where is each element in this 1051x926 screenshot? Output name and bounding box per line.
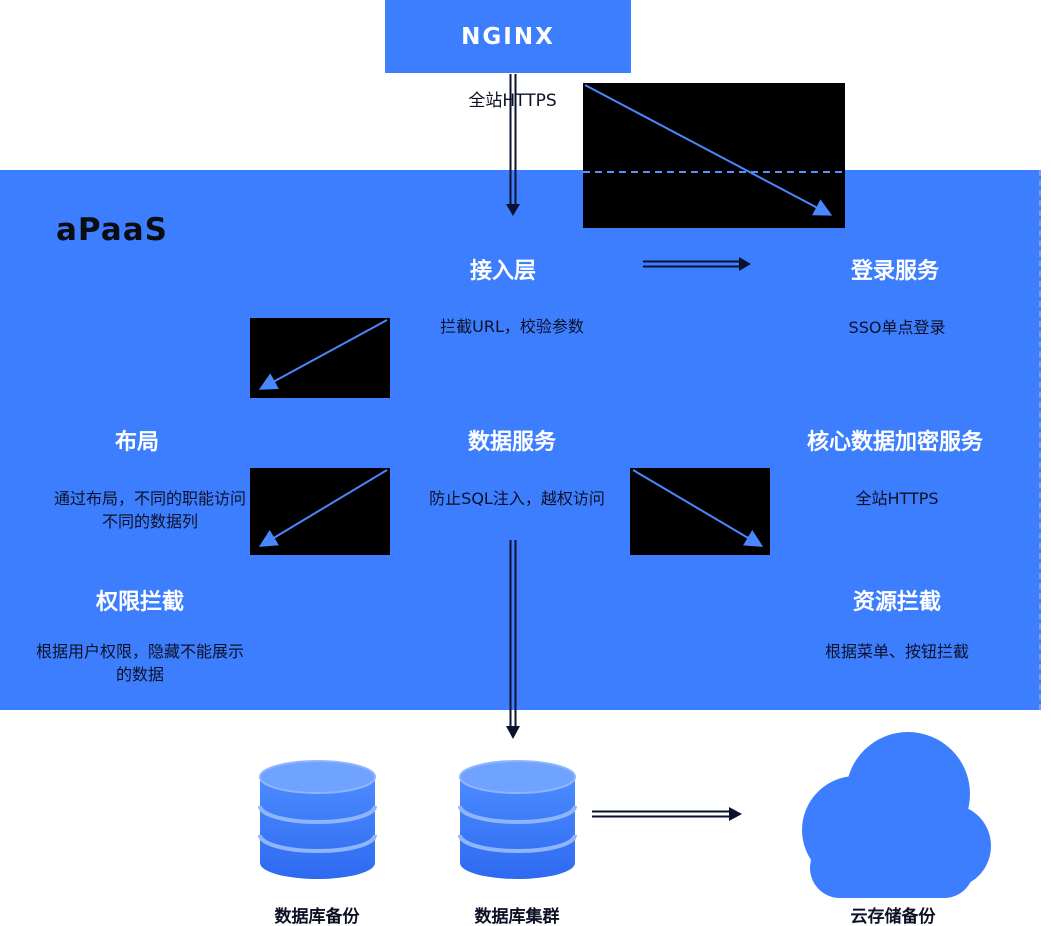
apaas-panel (0, 170, 1041, 710)
node-login-service-title: 登录服务 (850, 259, 939, 284)
nginx-node: NGINX (385, 0, 631, 73)
node-layout-desc: 通过布局，不同的职能访问 不同的数据列 (53, 489, 246, 532)
node-data-service-desc: 防止SQL注入，越权访问 (429, 489, 605, 508)
node-login-service-desc: SSO单点登录 (848, 318, 946, 337)
image-placeholder-access-to-layout (250, 318, 390, 398)
database-cluster-icon (455, 757, 580, 887)
image-placeholder-top (583, 83, 845, 228)
node-resource-intercept-title: 资源拦截 (852, 590, 941, 615)
node-core-encrypt-title: 核心数据加密服务 (806, 430, 983, 455)
node-access-layer-desc: 拦截URL，校验参数 (440, 317, 584, 336)
panel-dashed-border (1039, 170, 1041, 710)
database-cluster-label: 数据库集群 (474, 907, 560, 926)
cloud-storage-icon (792, 720, 992, 906)
node-layout-title: 布局 (114, 430, 159, 455)
arrow-access-to-login (643, 256, 755, 274)
nginx-https-label: 全站HTTPS (468, 91, 557, 111)
image-placeholder-to-resource (630, 468, 770, 555)
node-permission-intercept-desc: 根据用户权限，隐藏不能展示 的数据 (35, 642, 244, 685)
node-core-encrypt-desc: 全站HTTPS (855, 489, 939, 508)
node-access-layer-title: 接入层 (469, 259, 536, 284)
arrow-data-service-to-db (498, 540, 528, 742)
node-resource-intercept-desc: 根据菜单、按钮拦截 (824, 642, 969, 661)
database-backup-icon (255, 757, 380, 887)
node-permission-intercept-title: 权限拦截 (95, 590, 184, 615)
node-data-service-title: 数据服务 (467, 430, 556, 455)
arrow-cluster-to-cloud (592, 805, 744, 825)
arrow-nginx-to-access (498, 74, 528, 222)
image-placeholder-to-permission (250, 468, 390, 555)
apaas-title: aPaaS (56, 212, 168, 248)
database-backup-label: 数据库备份 (274, 907, 360, 926)
cloud-backup-label: 云存储备份 (850, 907, 936, 926)
